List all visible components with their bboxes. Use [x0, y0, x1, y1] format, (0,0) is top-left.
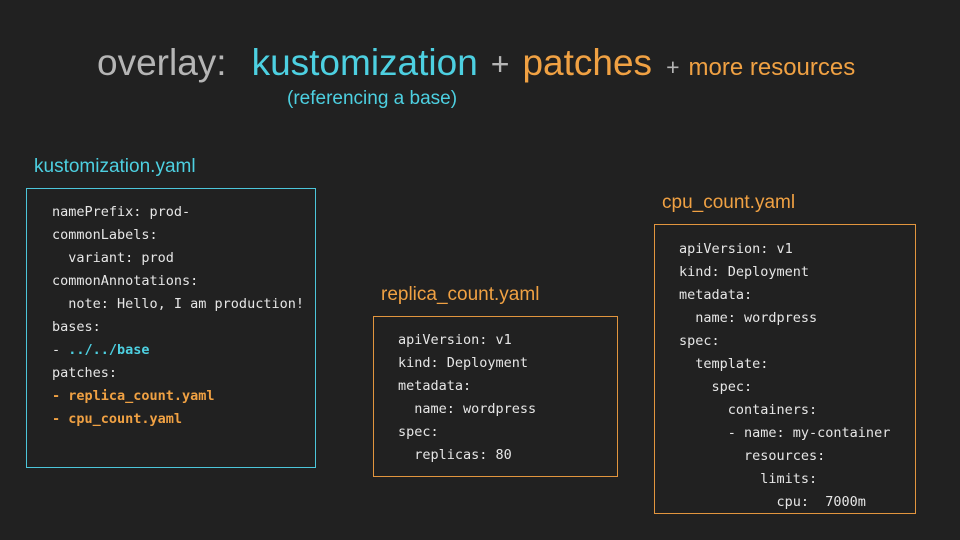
- title-patches-label: patches: [522, 42, 653, 83]
- code-line: - cpu_count.yaml: [52, 411, 183, 427]
- code-line: apiVersion: v1: [398, 332, 512, 348]
- title-overlay-label: overlay:: [97, 42, 227, 83]
- code-line: apiVersion: v1: [679, 241, 793, 257]
- code-line: patches:: [52, 365, 118, 381]
- code-line: commonAnnotations:: [52, 273, 199, 289]
- code-line: metadata:: [398, 378, 472, 394]
- code-line: metadata:: [679, 287, 753, 303]
- code-line: spec:: [679, 379, 753, 395]
- code-line: kind: Deployment: [679, 264, 810, 280]
- code-line: name: wordpress: [679, 310, 818, 326]
- code-line: variant: prod: [52, 250, 174, 266]
- code-lines: namePrefix: prod-commonLabels: variant: …: [52, 201, 304, 431]
- title-plus-sign-1: +: [490, 46, 510, 82]
- title-kustomization-label: kustomization: [251, 42, 478, 83]
- slide-title: overlay: kustomization + patches + more …: [97, 42, 855, 84]
- code-line: bases:: [52, 319, 101, 335]
- code-line: note: Hello, I am production!: [52, 296, 304, 312]
- code-line: spec:: [679, 333, 720, 349]
- code-line: name: wordpress: [398, 401, 537, 417]
- code-line: kind: Deployment: [398, 355, 529, 371]
- code-block-label: replica_count.yaml: [381, 284, 540, 305]
- code-line: spec:: [398, 424, 439, 440]
- code-block-replica-count-yaml: replica_count.yaml apiVersion: v1 kind: D…: [373, 284, 618, 477]
- code-block-kustomization-yaml: kustomization.yaml namePrefix: prod-comm…: [26, 156, 316, 468]
- code-line: containers:: [679, 402, 818, 418]
- code-line: cpu: 7000m: [679, 494, 866, 510]
- code-line: - ../../base: [52, 342, 150, 358]
- title-plus-sign-2: +: [666, 54, 680, 80]
- code-box: namePrefix: prod-commonLabels: variant: …: [26, 188, 316, 468]
- code-line: commonLabels:: [52, 227, 158, 243]
- code-line: namePrefix: prod-: [52, 204, 191, 220]
- code-line: replicas: 80: [398, 447, 512, 463]
- code-line: template:: [679, 356, 769, 372]
- code-line: limits:: [679, 471, 818, 487]
- title-more-resources-label: more resources: [688, 54, 856, 81]
- code-line: resources:: [679, 448, 826, 464]
- title-subtitle: (referencing a base): [287, 88, 458, 109]
- code-line: - replica_count.yaml: [52, 388, 215, 404]
- code-block-label: kustomization.yaml: [34, 156, 196, 177]
- code-block-label: cpu_count.yaml: [662, 192, 796, 213]
- code-block-cpu-count-yaml: cpu_count.yaml apiVersion: v1 kind: Deplo…: [654, 192, 916, 514]
- code-line: - name: my-container: [679, 425, 891, 441]
